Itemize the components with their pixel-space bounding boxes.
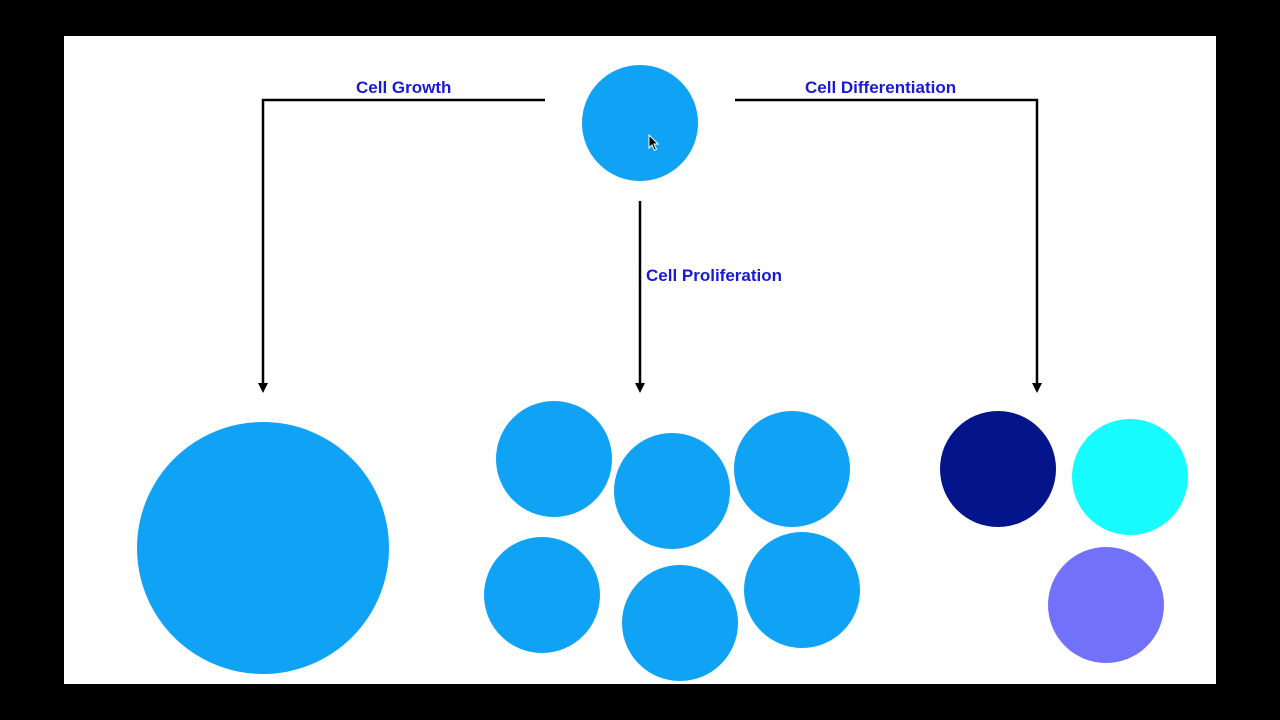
daughter-cell [622, 565, 738, 681]
slide-canvas: Cell Growth Cell Proliferation Cell Diff… [64, 36, 1216, 684]
growth-connector-line [258, 98, 545, 393]
parent-cell [582, 65, 698, 181]
daughter-cell [744, 532, 860, 648]
cell-proliferation-label: Cell Proliferation [646, 266, 783, 285]
daughter-cell [496, 401, 612, 517]
differentiated-cell-dark-blue [940, 411, 1056, 527]
differentiated-cell-purple [1048, 547, 1164, 663]
enlarged-cell [137, 422, 389, 674]
cell-growth-label: Cell Growth [356, 78, 452, 97]
daughter-cell [734, 411, 850, 527]
differentiated-cell-cyan [1072, 419, 1188, 535]
daughter-cell [614, 433, 730, 549]
differentiation-connector-line [735, 98, 1042, 393]
cell-differentiation-label: Cell Differentiation [805, 78, 957, 97]
mouse-cursor-icon [648, 134, 660, 152]
daughter-cell [484, 537, 600, 653]
cell-process-diagram [137, 65, 1188, 681]
